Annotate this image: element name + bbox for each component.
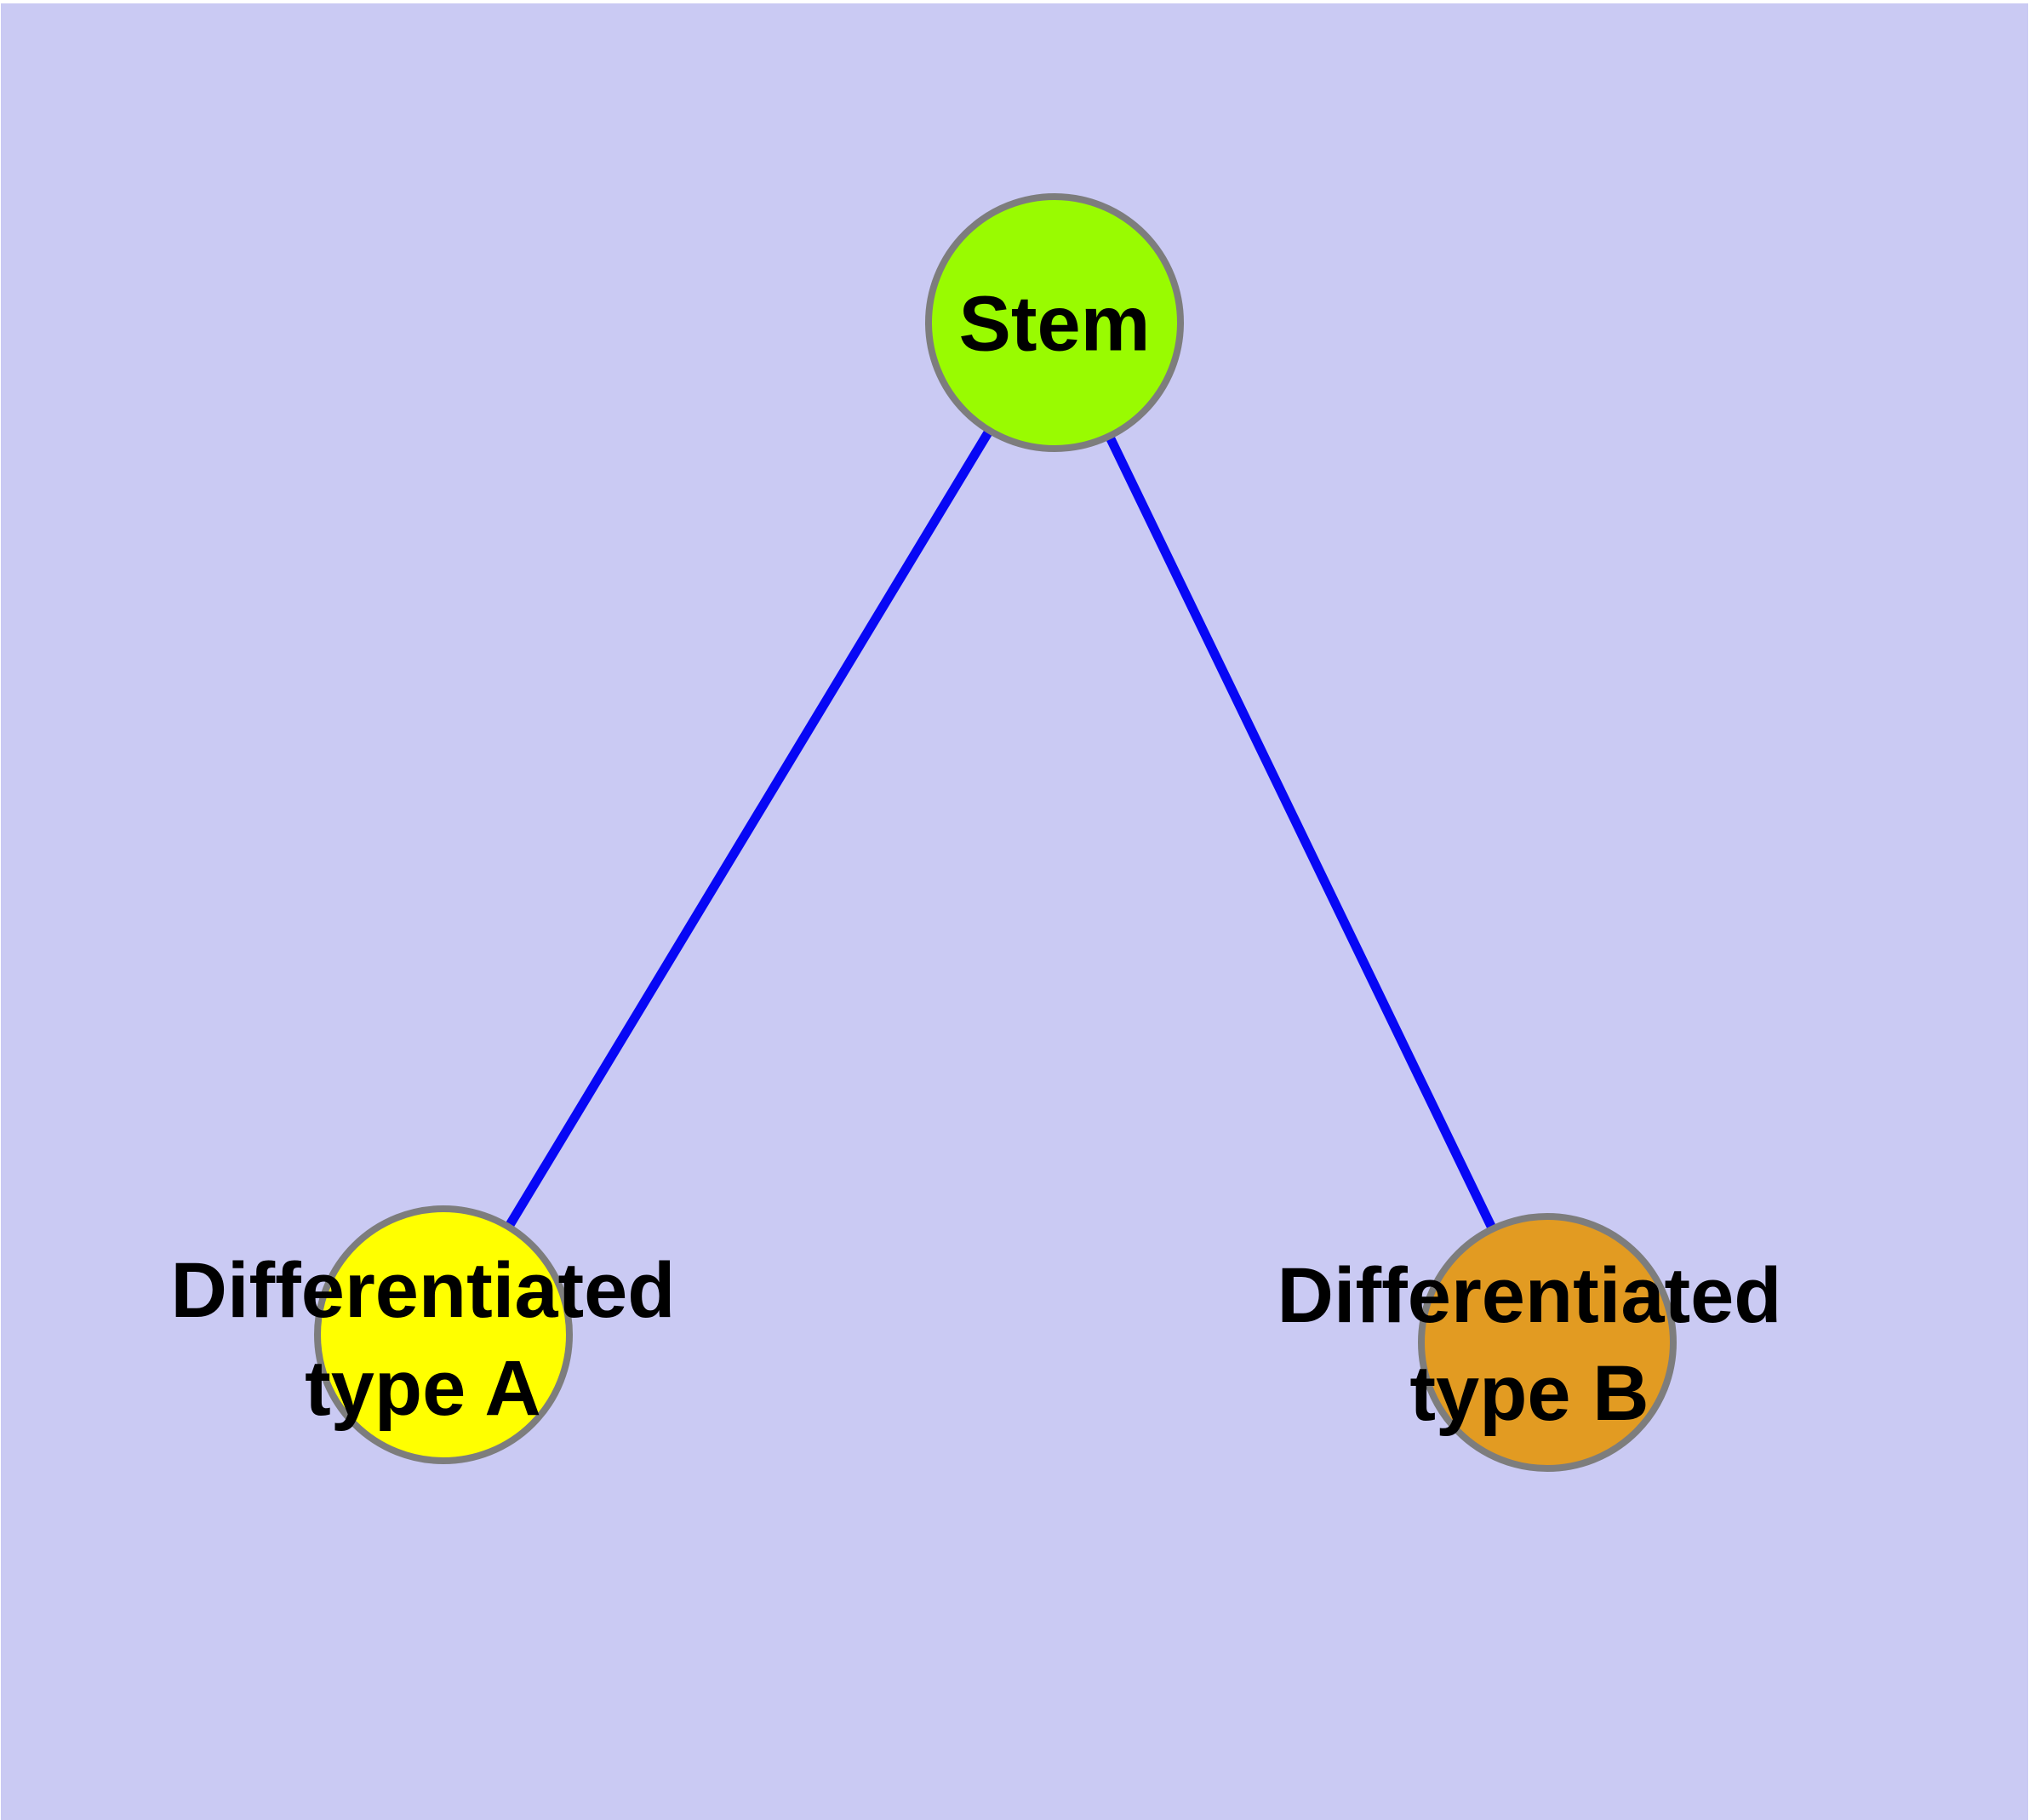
node-type-a-label: Differentiated type A: [170, 1247, 676, 1432]
node-stem-label: Stem: [958, 280, 1151, 368]
node-type-a-circle: [314, 1205, 573, 1464]
edge-stem-to-type-b: [1050, 320, 1552, 1345]
plot-background: Stem Differentiated type A Differentiate…: [1, 3, 2028, 1820]
edges-layer: [439, 320, 1552, 1345]
edge-stem-to-type-a: [439, 320, 1059, 1337]
node-stem-circle: [925, 193, 1184, 452]
node-type-b-label: Differentiated type B: [1277, 1252, 1782, 1437]
node-type-b-circle: [1418, 1213, 1677, 1472]
